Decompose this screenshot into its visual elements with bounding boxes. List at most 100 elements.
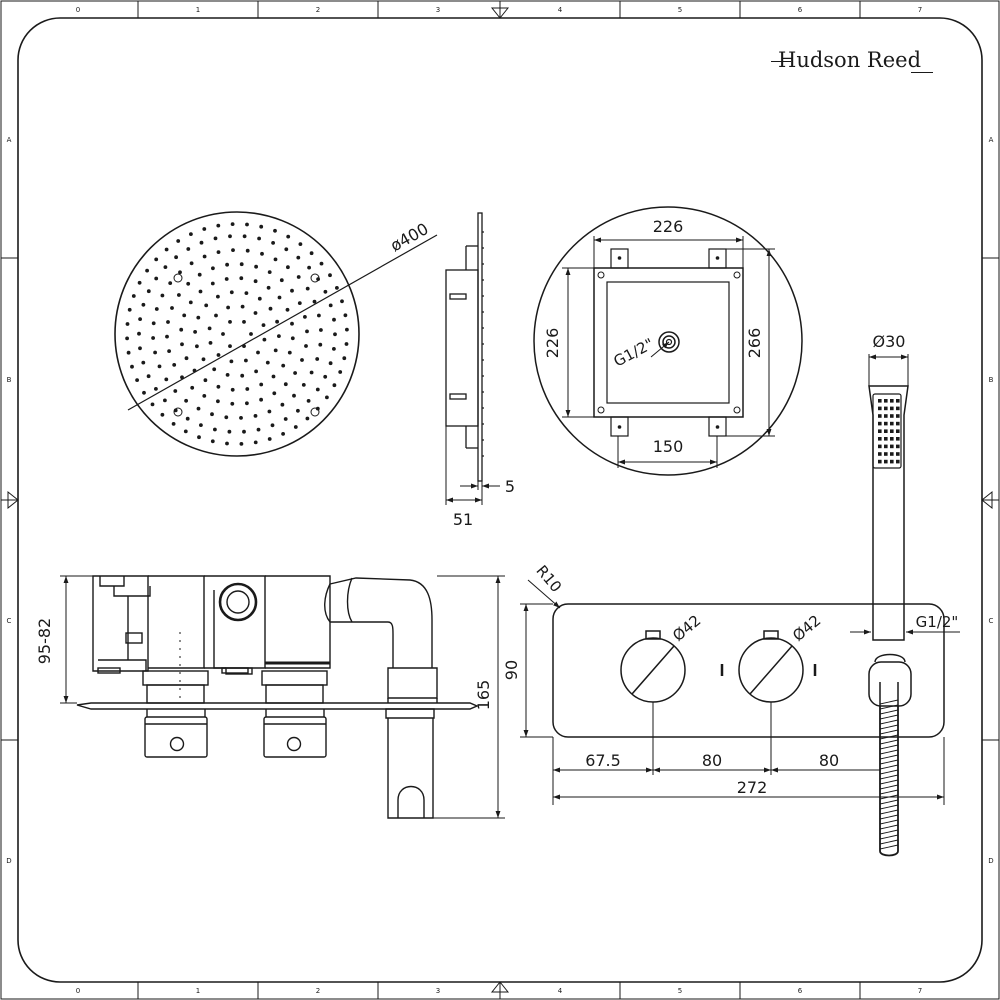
brand-rule-left	[771, 61, 791, 63]
nozzle	[328, 303, 333, 308]
nozzle	[195, 344, 199, 349]
nozzle	[309, 370, 314, 375]
nozzle	[190, 385, 195, 390]
profile-depth-label: 51	[453, 510, 473, 529]
box-dimensions	[562, 236, 775, 468]
nozzle	[307, 265, 311, 270]
brand-rule-right	[911, 72, 934, 74]
nozzle	[239, 416, 243, 420]
row-label-right-d: D	[988, 857, 993, 865]
handset-nozzle-grid	[878, 399, 900, 464]
nozzle	[151, 336, 156, 340]
col-label-bottom-4: 4	[558, 987, 563, 995]
handset-nozzle	[884, 421, 888, 426]
hose-hatch-line	[879, 729, 899, 735]
hose-hatch-line	[879, 804, 899, 810]
nozzle	[228, 234, 232, 239]
nozzle	[290, 288, 294, 293]
handset-nozzle	[884, 452, 888, 456]
row-label-left-a: A	[7, 136, 12, 144]
col-label-top-7: 7	[918, 6, 922, 14]
handset-nozzle	[884, 414, 888, 418]
nozzle	[297, 301, 302, 305]
nozzle	[240, 304, 245, 309]
nozzle	[172, 363, 177, 367]
valve-side-view	[76, 575, 479, 819]
box-width-label: 226	[653, 217, 684, 236]
nozzle	[275, 319, 279, 324]
hose-hatch-line	[879, 739, 899, 745]
nozzle	[188, 300, 193, 305]
nozzle	[253, 311, 258, 315]
nozzle	[182, 313, 187, 318]
brand-text: Hudson Reed	[778, 48, 922, 72]
nozzle	[256, 350, 260, 355]
nozzle	[267, 270, 272, 274]
handset-nozzle	[896, 437, 900, 441]
nozzle	[239, 276, 244, 281]
handset-nozzle	[890, 444, 894, 449]
nozzle	[315, 357, 320, 361]
nozzle	[273, 348, 278, 353]
hose-hatch-line	[879, 834, 899, 840]
nozzle	[253, 279, 258, 284]
nozzle	[266, 285, 271, 290]
nozzle	[210, 412, 214, 417]
nozzle	[179, 327, 184, 332]
plate-radius-label: R10	[532, 562, 565, 596]
nozzle	[137, 331, 141, 336]
nozzle	[125, 322, 130, 326]
nozzle	[221, 332, 225, 336]
nozzle	[285, 307, 290, 312]
nozzle	[253, 440, 258, 445]
nozzle	[286, 234, 291, 239]
nozzle	[345, 327, 349, 332]
nozzle	[151, 321, 156, 326]
nozzle	[146, 289, 151, 294]
hose-hatch-line	[879, 719, 899, 725]
nozzle	[197, 272, 202, 277]
nozzle	[242, 234, 247, 239]
handset-nozzle	[890, 421, 894, 426]
nozzle	[259, 382, 264, 387]
nozzle	[186, 247, 191, 251]
nozzle	[170, 306, 174, 310]
valve-total-depth-label: 165	[474, 680, 493, 711]
nozzle	[254, 369, 258, 374]
hose-hatch-line	[879, 744, 899, 750]
nozzle	[216, 294, 220, 299]
handset-nozzle	[890, 452, 894, 456]
spacing-first-label: 67.5	[585, 751, 621, 770]
handset-nozzle	[896, 444, 900, 449]
nozzle	[284, 247, 289, 252]
handset-nozzle	[878, 452, 882, 456]
nozzle	[130, 364, 134, 369]
hose-hatch-line	[879, 789, 899, 795]
handset-diameter-label: Ø30	[873, 332, 906, 351]
nozzle	[174, 255, 179, 260]
nozzle	[298, 242, 303, 247]
nozzle	[213, 236, 218, 241]
hand-shower-dimensions	[850, 354, 960, 635]
nozzle	[142, 390, 146, 395]
nozzle	[301, 383, 306, 387]
nozzle	[290, 336, 295, 341]
hose-hatch-line	[879, 809, 899, 815]
hose-hatch-line	[879, 774, 899, 780]
nozzle	[272, 391, 277, 396]
handset-nozzle	[890, 429, 894, 433]
nozzle	[160, 412, 165, 417]
nozzle	[171, 422, 176, 426]
handset-nozzle	[896, 414, 900, 418]
nozzle	[344, 342, 349, 346]
nozzle	[135, 378, 140, 382]
nozzle	[229, 290, 234, 295]
nozzle	[239, 442, 244, 446]
nozzle	[204, 303, 209, 308]
nozzle	[270, 423, 275, 428]
nozzle	[228, 344, 232, 348]
nozzle	[332, 383, 337, 388]
knob2-diameter-label: Ø42	[789, 611, 824, 645]
hose-hatch-line	[879, 844, 899, 850]
nozzle	[138, 346, 142, 351]
